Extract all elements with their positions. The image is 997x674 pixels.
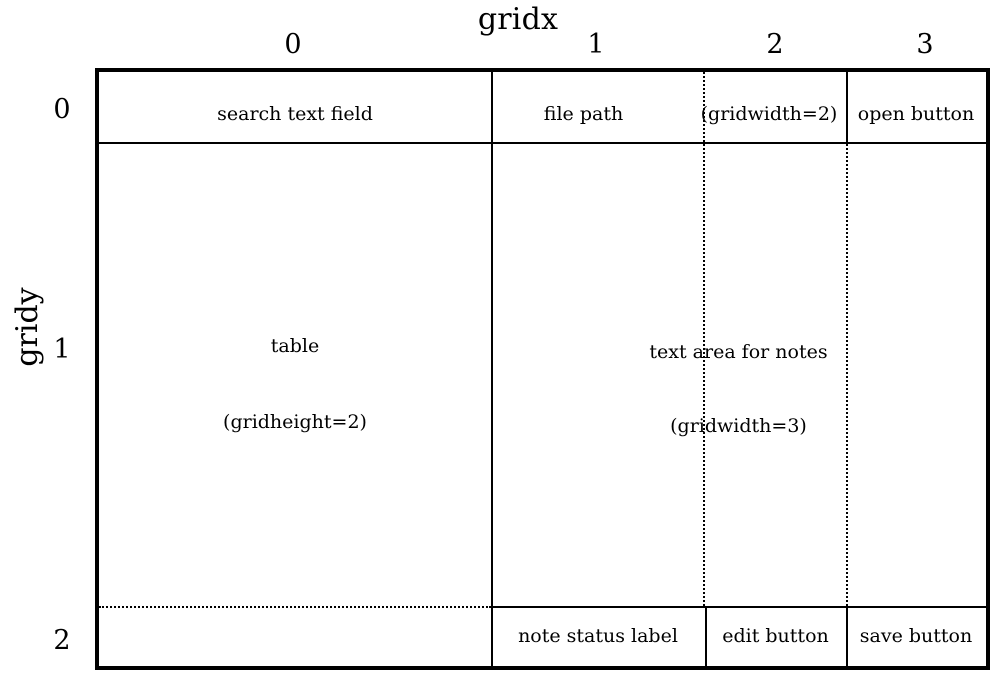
cell-search-text-field: search text field — [217, 103, 373, 125]
y-tick-1: 1 — [53, 334, 71, 365]
dotted-column-boundary-3 — [846, 72, 848, 606]
row-2-edit-button-left-rule — [705, 606, 707, 666]
y-tick-2: 2 — [53, 625, 71, 656]
cell-file-path: file path — [543, 103, 624, 125]
y-axis-title: gridy — [10, 287, 45, 367]
dotted-column-boundary-2 — [703, 72, 705, 606]
dotted-row-boundary-2 — [99, 606, 491, 608]
x-axis-title: gridx — [477, 2, 559, 37]
x-tick-2: 2 — [766, 29, 784, 60]
row-2-save-button-left-rule — [846, 606, 848, 666]
row-0-bottom-rule — [99, 142, 986, 144]
y-tick-0: 0 — [53, 94, 71, 125]
cell-edit-button: edit button — [722, 625, 829, 647]
cell-open-button: open button — [857, 103, 975, 125]
row-0-open-button-left-rule — [846, 72, 848, 142]
cell-save-button: save button — [859, 625, 973, 647]
cell-table-gridheight: (gridheight=2) — [223, 411, 367, 433]
row-2-top-rule — [491, 606, 986, 608]
cell-text-area-for-notes: text area for notes — [649, 341, 828, 363]
cell-note-status-label: note status label — [518, 625, 678, 647]
column-0-right-rule — [491, 72, 493, 666]
x-tick-0: 0 — [284, 29, 302, 60]
cell-table: table — [270, 335, 320, 357]
layout-grid-frame: search text field file path (gridwidth=2… — [95, 68, 990, 670]
cell-file-path-gridwidth: (gridwidth=2) — [700, 103, 838, 125]
cell-text-area-gridwidth: (gridwidth=3) — [670, 415, 807, 437]
x-tick-1: 1 — [587, 29, 605, 60]
x-tick-3: 3 — [916, 29, 934, 60]
